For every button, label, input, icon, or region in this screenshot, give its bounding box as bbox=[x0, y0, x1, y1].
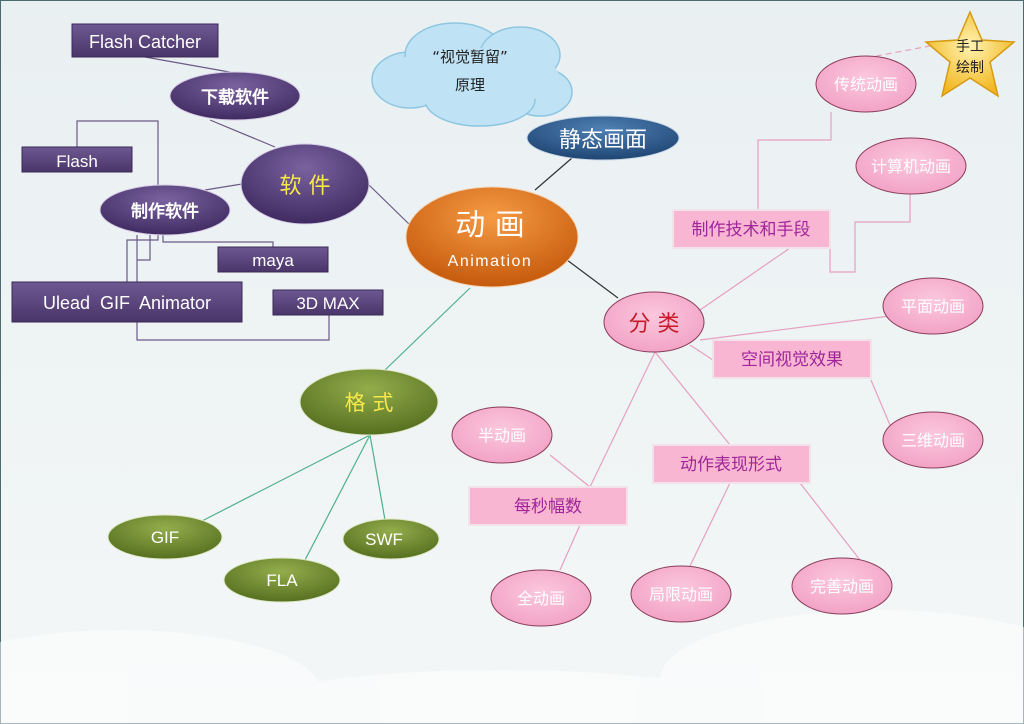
node-label: 每秒幅数 bbox=[514, 497, 582, 517]
node-half-animation[interactable]: 半动画 bbox=[451, 406, 553, 464]
cloud-note: “视觉暂留” 原理 bbox=[371, 22, 573, 127]
node-label: 空间视觉效果 bbox=[741, 350, 843, 370]
node-gif[interactable]: GIF bbox=[107, 514, 223, 560]
node-ulead-gif-animator[interactable]: Ulead GIF Animator bbox=[11, 281, 243, 323]
connectors bbox=[76, 44, 936, 571]
node-label: 制作软件 bbox=[131, 201, 199, 222]
node-fla[interactable]: FLA bbox=[223, 557, 341, 603]
node-label: 静态画面 bbox=[559, 128, 647, 153]
node-label: 软 件 bbox=[280, 174, 331, 199]
node-label: 格 式 bbox=[345, 391, 394, 415]
cloud-text-line2: 原理 bbox=[455, 76, 485, 94]
node-space-effect[interactable]: 空间视觉效果 bbox=[712, 339, 872, 379]
node-label: 传统动画 bbox=[834, 75, 898, 94]
node-still-image[interactable]: 静态画面 bbox=[526, 115, 680, 161]
center-subtitle: Animation bbox=[448, 253, 533, 270]
star-badge: 手工 绘制 bbox=[924, 10, 1016, 98]
node-label: 半动画 bbox=[478, 426, 526, 445]
node-label: 三维动画 bbox=[901, 431, 965, 450]
cloud-text-line1: “视觉暂留” bbox=[432, 48, 508, 66]
node-action-form[interactable]: 动作表现形式 bbox=[652, 444, 811, 484]
node-label: 全动画 bbox=[517, 589, 565, 608]
node-label: FLA bbox=[266, 571, 298, 590]
node-software[interactable]: 软 件 bbox=[240, 143, 370, 225]
node-label: 分 类 bbox=[629, 312, 680, 337]
node-limited-animation[interactable]: 局限动画 bbox=[630, 565, 732, 623]
node-full-motion-animation[interactable]: 完善动画 bbox=[791, 557, 893, 615]
node-label: SWF bbox=[365, 530, 403, 549]
node-format[interactable]: 格 式 bbox=[299, 368, 439, 436]
node-frames-per-second[interactable]: 每秒幅数 bbox=[468, 486, 628, 526]
node-label: 局限动画 bbox=[649, 585, 713, 604]
node-animation-center[interactable]: 动 画 Animation bbox=[405, 186, 579, 288]
node-label: 动作表现形式 bbox=[680, 455, 782, 475]
node-flash[interactable]: Flash bbox=[21, 146, 133, 173]
node-label: maya bbox=[252, 251, 294, 270]
node-label: 下载软件 bbox=[201, 87, 269, 108]
node-flash-catcher[interactable]: Flash Catcher bbox=[71, 23, 219, 58]
node-label: 计算机动画 bbox=[871, 157, 951, 176]
node-label: 完善动画 bbox=[810, 577, 874, 596]
node-traditional-animation[interactable]: 传统动画 bbox=[815, 55, 917, 113]
node-label: Flash Catcher bbox=[89, 32, 201, 52]
center-title: 动 画 bbox=[455, 208, 525, 243]
node-computer-animation[interactable]: 计算机动画 bbox=[855, 137, 967, 195]
node-maya[interactable]: maya bbox=[217, 246, 329, 273]
star-text-line2: 绘制 bbox=[956, 60, 984, 76]
node-label: Flash bbox=[56, 152, 98, 171]
node-category[interactable]: 分 类 bbox=[603, 291, 705, 353]
node-label: 3D MAX bbox=[296, 294, 359, 313]
node-make-software[interactable]: 制作软件 bbox=[99, 184, 231, 236]
node-3d-animation[interactable]: 三维动画 bbox=[882, 411, 984, 469]
node-label: 平面动画 bbox=[901, 297, 965, 316]
node-technique[interactable]: 制作技术和手段 bbox=[672, 209, 831, 249]
node-label: GIF bbox=[151, 528, 179, 547]
background-clouds bbox=[0, 610, 1024, 724]
node-label: Ulead GIF Animator bbox=[43, 293, 211, 313]
node-swf[interactable]: SWF bbox=[342, 518, 440, 560]
node-3d-max[interactable]: 3D MAX bbox=[272, 289, 384, 316]
node-2d-animation[interactable]: 平面动画 bbox=[882, 277, 984, 335]
node-download-software[interactable]: 下载软件 bbox=[169, 71, 301, 121]
node-label: 制作技术和手段 bbox=[692, 220, 811, 240]
star-text-line1: 手工 bbox=[956, 39, 984, 55]
node-full-animation[interactable]: 全动画 bbox=[490, 569, 592, 627]
